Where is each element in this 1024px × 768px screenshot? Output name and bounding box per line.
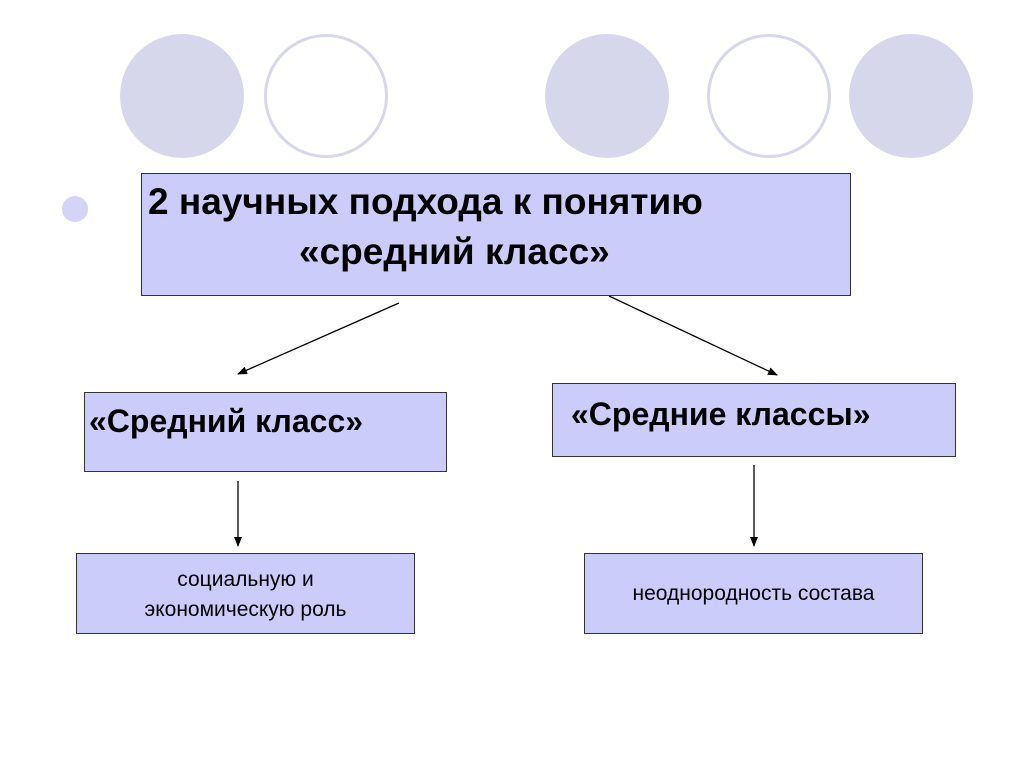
decor-circle-filled-2 xyxy=(545,34,669,158)
title-box: 2 научных подхода к понятию «средний кла… xyxy=(141,173,851,296)
middle-class-singular-label: «Средний класс» xyxy=(89,403,364,439)
social-economic-role-text: социальную и экономическую роль xyxy=(77,565,414,625)
decor-circle-filled-3 xyxy=(849,34,973,158)
detail-line-1: социальную и xyxy=(177,568,314,591)
title-line-2: «средний класс» xyxy=(299,231,610,272)
decor-circle-outline-1 xyxy=(264,34,388,158)
heterogeneity-text: неоднородность состава xyxy=(632,582,875,605)
middle-classes-plural-label: «Средние классы» xyxy=(571,396,871,432)
heterogeneity-box: неоднородность состава xyxy=(584,553,923,634)
arrow-title-to-left xyxy=(237,302,400,375)
decor-circle-outline-2 xyxy=(707,34,831,158)
middle-classes-plural-box: «Средние классы» xyxy=(552,383,956,457)
arrow-title-to-right xyxy=(608,295,778,376)
bullet-dot xyxy=(62,196,88,222)
middle-class-singular-box: «Средний класс» xyxy=(84,392,447,472)
social-economic-role-box: социальную и экономическую роль xyxy=(76,553,415,634)
decor-circle-filled-1 xyxy=(120,34,244,158)
detail-line-2: экономическую роль xyxy=(144,598,347,621)
title-line-1: 2 научных подхода к понятию xyxy=(148,181,703,222)
